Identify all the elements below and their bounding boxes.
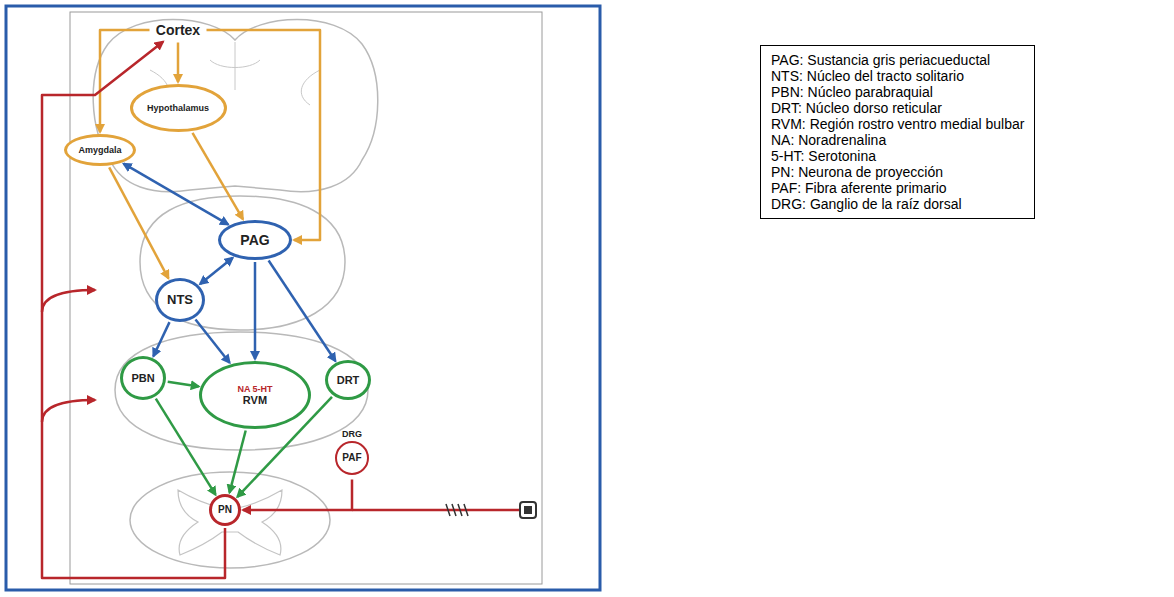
neuron-circle: PN <box>209 494 241 526</box>
brain-outline <box>93 20 378 192</box>
ganglion-circle: PAF <box>335 441 369 475</box>
pathway-arrow <box>200 258 233 284</box>
nucleus-oval: PBN <box>120 356 166 400</box>
peripheral-nerve <box>352 509 520 512</box>
legend-text: PBN: Núcleo parabraquial <box>771 84 933 100</box>
node-label: PBN <box>131 372 154 385</box>
node-content: NA 5-HTRVM <box>237 384 272 407</box>
inner-frame <box>70 12 542 584</box>
nucleus-oval: Hypothalamus <box>130 84 227 132</box>
node-label: PN <box>218 504 232 516</box>
pathway-arrow <box>269 261 336 362</box>
node-label: Hypothalamus <box>147 103 209 113</box>
node-label: Amygdala <box>78 145 121 155</box>
legend-text: RVM: Región rostro ventro medial bulbar <box>771 116 1024 132</box>
stimulus-core <box>524 506 532 514</box>
node-label: NTS <box>167 293 193 308</box>
node-label: PAG <box>240 232 269 248</box>
pathway-arrow <box>193 133 243 219</box>
pathway-arrow <box>243 480 352 511</box>
node-content: PAG: Sustancia gris periacueductalNTS: N… <box>771 52 1024 212</box>
pathway-arrow <box>207 30 321 240</box>
legend-text: PN: Neurona de proyección <box>771 164 943 180</box>
node-content: DRG PAF <box>335 429 369 475</box>
pathway-arrow <box>124 164 229 225</box>
legend-text: NTS: Núcleo del tracto solitario <box>771 68 964 84</box>
region-label: Cortex <box>152 20 205 41</box>
nucleus-oval: PAG <box>218 220 292 260</box>
legend-text: DRT: Núcleo dorso reticular <box>771 100 942 116</box>
nucleus-oval: NTS <box>155 278 205 322</box>
node-content: PAG <box>240 232 269 248</box>
node-content: PBN <box>131 372 154 385</box>
node-label: Cortex <box>156 22 200 38</box>
node-label: PAF <box>342 452 361 464</box>
nerve-hatch <box>446 504 468 516</box>
pathway-arrow <box>177 43 180 83</box>
nucleus-oval: NA 5-HTRVM <box>199 361 311 429</box>
legend-text: PAF: Fibra aferente primario <box>771 180 947 196</box>
pathway-arrow <box>196 320 230 363</box>
legend-text: PAG: Sustancia gris periacueductal <box>771 52 990 68</box>
legend-text: NA: Noradrenalina <box>771 132 886 148</box>
ascending-branch <box>42 290 95 312</box>
nucleus-oval: Amygdala <box>64 134 136 166</box>
node-content: Hypothalamus <box>147 103 209 113</box>
node-content: Amygdala <box>78 145 121 155</box>
node-content: DRT <box>337 374 360 387</box>
stimulus-box <box>520 502 536 518</box>
pathway-arrow <box>153 322 169 356</box>
node-content: PN <box>218 504 232 516</box>
node-label: DRT <box>337 374 360 387</box>
node-content: Cortex <box>156 22 200 38</box>
pathway-arrow <box>254 262 257 359</box>
abbreviation-box: PAG: Sustancia gris periacueductalNTS: N… <box>760 45 1035 219</box>
legend-text: 5-HT: Serotonina <box>771 148 876 164</box>
pathway-arrow <box>230 431 246 493</box>
legend-text: DRG: Ganglio de la raíz dorsal <box>771 196 962 212</box>
grey-matter <box>178 490 282 555</box>
nucleus-oval: DRT <box>325 360 371 400</box>
ganglion-node: DRG PAF <box>331 427 373 478</box>
node-label: NA 5-HT <box>237 384 272 394</box>
ascending-branch <box>42 400 95 422</box>
panel-frame <box>6 6 600 590</box>
pathway-arrow <box>168 382 199 387</box>
node-label: RVM <box>243 394 267 407</box>
node-content: NTS <box>167 293 193 308</box>
node-label: DRG <box>342 429 362 439</box>
